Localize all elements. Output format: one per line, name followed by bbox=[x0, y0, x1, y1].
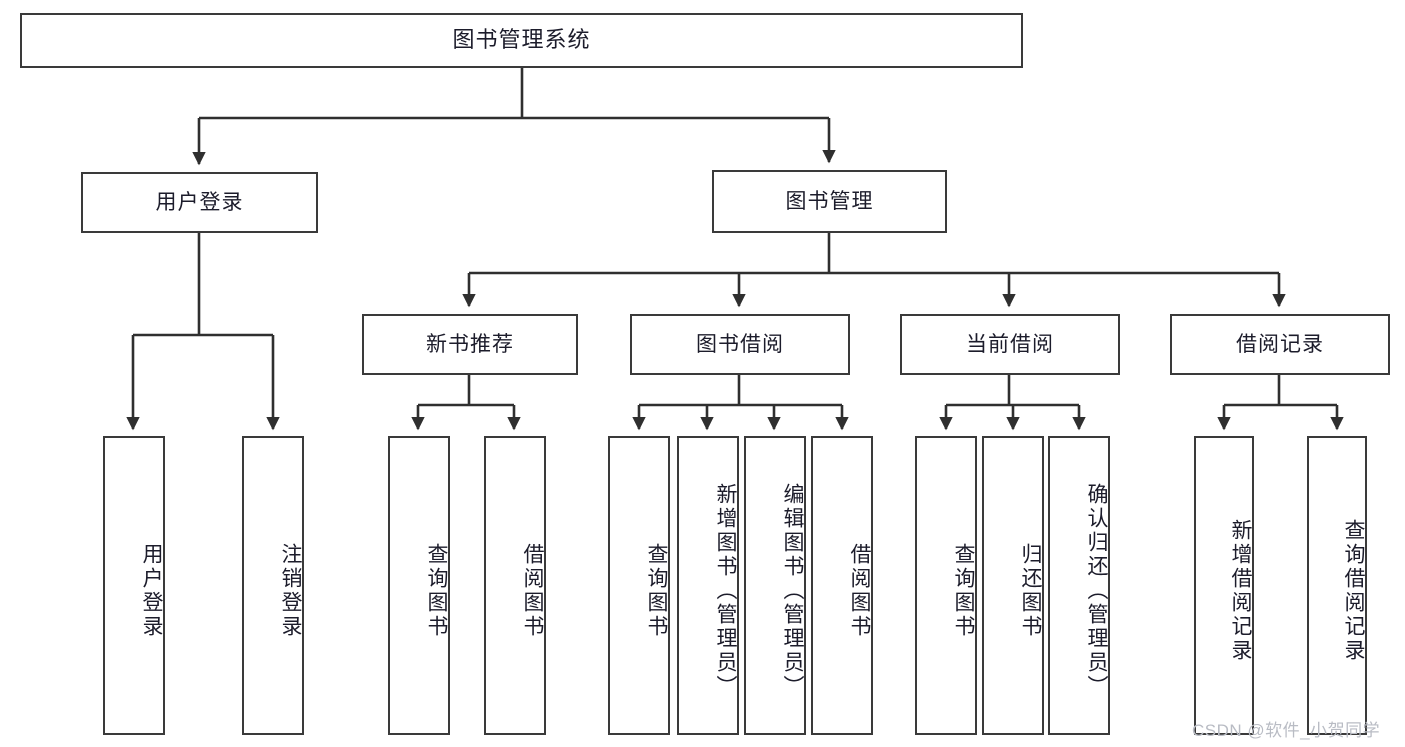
node-book-borrow[interactable]: 图书借阅 bbox=[630, 314, 850, 375]
leaf-user-login[interactable]: 用户登录 bbox=[103, 436, 165, 735]
leaf-query-book-3[interactable]: 查询图书 bbox=[915, 436, 977, 735]
leaf-confirm-return[interactable]: 确认归还（管理员） bbox=[1048, 436, 1110, 735]
leaf-query-borrow-record[interactable]: 查询借阅记录 bbox=[1307, 436, 1367, 735]
node-new-book-recommend[interactable]: 新书推荐 bbox=[362, 314, 578, 375]
leaf-add-book[interactable]: 新增图书（管理员） bbox=[677, 436, 739, 735]
leaf-edit-book[interactable]: 编辑图书（管理员） bbox=[744, 436, 806, 735]
node-book-manage[interactable]: 图书管理 bbox=[712, 170, 947, 233]
node-current-borrow[interactable]: 当前借阅 bbox=[900, 314, 1120, 375]
node-user-login[interactable]: 用户登录 bbox=[81, 172, 318, 233]
leaf-query-book-2[interactable]: 查询图书 bbox=[608, 436, 670, 735]
node-root[interactable]: 图书管理系统 bbox=[20, 13, 1023, 68]
csdn-watermark: CSDN @软件_小贺同学 bbox=[1192, 721, 1381, 740]
leaf-borrow-book-1[interactable]: 借阅图书 bbox=[484, 436, 546, 735]
leaf-query-book-1[interactable]: 查询图书 bbox=[388, 436, 450, 735]
leaf-borrow-book-2[interactable]: 借阅图书 bbox=[811, 436, 873, 735]
leaf-add-borrow-record[interactable]: 新增借阅记录 bbox=[1194, 436, 1254, 735]
leaf-logout-login[interactable]: 注销登录 bbox=[242, 436, 304, 735]
leaf-return-book[interactable]: 归还图书 bbox=[982, 436, 1044, 735]
node-borrow-record[interactable]: 借阅记录 bbox=[1170, 314, 1390, 375]
